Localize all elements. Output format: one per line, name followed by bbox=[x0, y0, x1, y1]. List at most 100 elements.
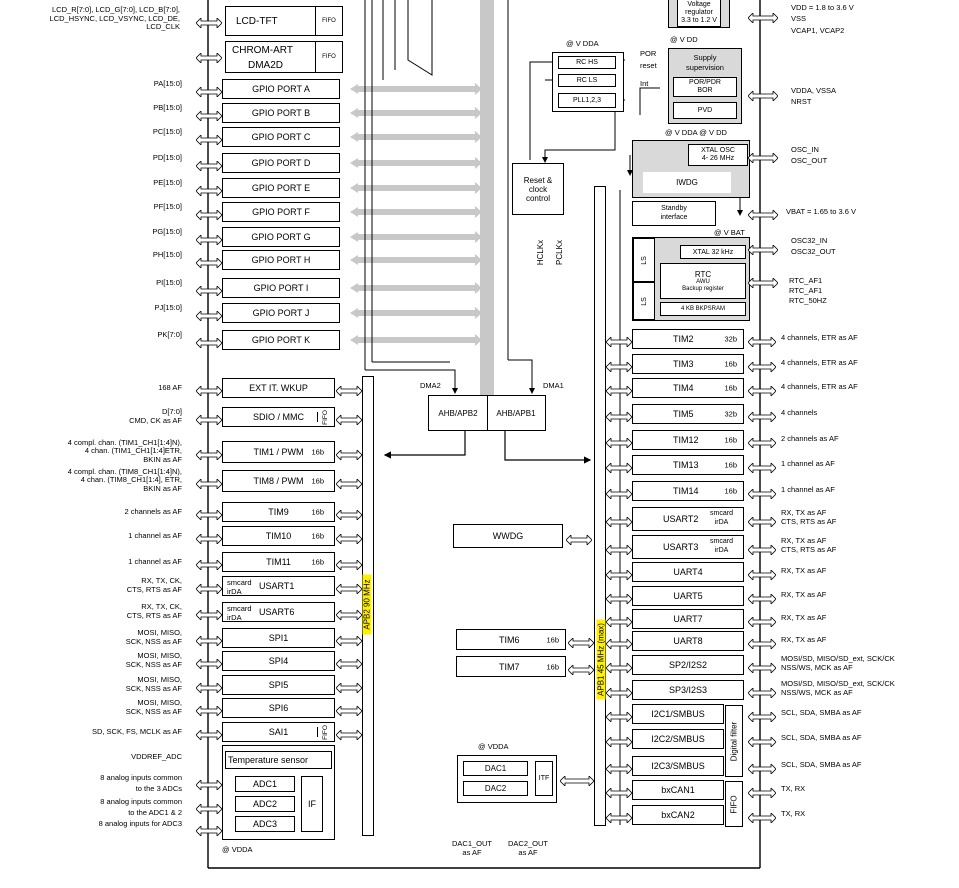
apb2-pin-label: MOSI, MISO,SCK, NSS as AF bbox=[30, 651, 182, 669]
gpio-io-arrow bbox=[195, 108, 223, 122]
gpio-bus-arrow bbox=[350, 107, 482, 119]
rtc-label: RTC bbox=[694, 269, 712, 279]
osc32-line: OSC32_OUT bbox=[791, 246, 836, 256]
lcd-signals: LCD_R[7:0], LCD_G[7:0], LCD_B[7:0], LCD_… bbox=[40, 5, 180, 32]
dac-itf-block: ITF bbox=[535, 761, 553, 796]
apb2-pin-label: RX, TX, CK,CTS, RTS as AF bbox=[30, 602, 182, 620]
gpio-bus-arrow bbox=[350, 231, 482, 243]
apb2-peripheral-block: SPI4 bbox=[222, 651, 335, 671]
tim7-label: TIM7 bbox=[499, 661, 520, 672]
sub-line: smcard bbox=[227, 604, 252, 613]
osc-labels: OSC_IN OSC_OUT bbox=[791, 145, 827, 166]
lcd-signal-line: LCD_R[7:0], LCD_G[7:0], LCD_B[7:0], bbox=[52, 5, 180, 14]
pin-line: CMD, CK as AF bbox=[129, 415, 182, 425]
pin-line: SCL, SDA, SMBA as AF bbox=[781, 733, 862, 742]
pin-line: TX, RX bbox=[781, 809, 806, 818]
pin-line: CTS, RTS as AF bbox=[781, 516, 837, 526]
apb1-bus-arrow bbox=[605, 614, 633, 628]
rcc-line: Reset & bbox=[523, 175, 553, 185]
peripheral-bits: 16b bbox=[311, 531, 324, 541]
ls-block-2: LS bbox=[633, 282, 655, 320]
pin-line: MOSI, MISO, bbox=[137, 651, 182, 660]
vdd-at-label: @ V DD bbox=[670, 35, 698, 44]
ls-label: LS bbox=[640, 296, 648, 306]
xtal32-block: XTAL 32 kHz bbox=[680, 245, 746, 259]
gpio-pin-label: PG[15:0] bbox=[152, 227, 182, 236]
vdda-vssa-labels: VDDA, VSSA NRST bbox=[791, 86, 836, 107]
peripheral-bits: 16b bbox=[311, 476, 324, 486]
pin-line: BKIN as AF bbox=[143, 483, 182, 493]
dma2-label: DMA2 bbox=[420, 381, 441, 390]
apb1-io-arrow bbox=[747, 734, 777, 748]
backup-register-label: Backup register bbox=[682, 285, 724, 292]
apb1-io-arrow bbox=[747, 567, 777, 581]
gpio-io-arrow bbox=[195, 335, 223, 349]
xtal-line: 4- 26 MHz bbox=[701, 155, 735, 162]
dac1-out-line: as AF bbox=[462, 847, 482, 857]
gpio-pin-label: PF[15:0] bbox=[153, 202, 182, 211]
pin-line: 168 AF bbox=[158, 382, 182, 392]
apb1-peripheral-block: UART8 bbox=[632, 631, 744, 651]
gpio-bus-arrow bbox=[350, 282, 482, 294]
sub-line: irDA bbox=[227, 587, 242, 596]
apb1-io-arrow bbox=[747, 435, 777, 449]
osc32-line: OSC32_IN bbox=[791, 236, 828, 245]
fifo-label: FIFO bbox=[321, 409, 329, 425]
vbat-label: VBAT = 1.65 to 3.6 V bbox=[786, 207, 856, 216]
apb2-peripheral-block: SDIO / MMC FIFO bbox=[222, 407, 335, 427]
adc-input-line: 8 analog inputs for ADC3 bbox=[98, 819, 182, 828]
pin-line: NSS/WS, MCK as AF bbox=[781, 687, 853, 697]
apb2-bus-arrow bbox=[335, 680, 363, 694]
apb2-pin-label: 4 compl. chan. (TIM8_CH1[1:4]N),4 chan. … bbox=[30, 466, 182, 494]
apb2-bus-arrow bbox=[335, 607, 363, 621]
pin-line: SCK, NSS as AF bbox=[125, 706, 182, 716]
peripheral-label: UART8 bbox=[673, 636, 703, 646]
adc-io-arrow bbox=[195, 777, 223, 791]
rtc-pin-line: RTC_50HZ bbox=[789, 295, 827, 305]
peripheral-label: I2C1/SMBUS bbox=[651, 709, 705, 719]
apb1-bus-arrow bbox=[605, 334, 633, 348]
apb2-bus-arrow bbox=[335, 412, 363, 426]
apb1-pin-label: 4 channels, ETR as AF bbox=[781, 358, 858, 368]
apb1-bus-arrow bbox=[605, 542, 633, 556]
pvd-block: PVD bbox=[673, 102, 737, 119]
power-io-arrow bbox=[747, 275, 779, 289]
apb2-pin-label: MOSI, MISO,SCK, NSS as AF bbox=[30, 628, 182, 646]
power-io-arrow bbox=[747, 207, 779, 221]
pll-block: PLL1,2,3 bbox=[558, 93, 616, 108]
apb2-pin-label: 2 channels as AF bbox=[30, 507, 182, 517]
peripheral-label: SDIO / MMC bbox=[253, 412, 304, 422]
pin-line: MOSI/SD, MISO/SD_ext, SCK/CK bbox=[781, 654, 895, 663]
peripheral-label: SPI6 bbox=[268, 703, 289, 713]
pin-line: 4 compl. chan. (TIM1_CH1[1:4]N), bbox=[67, 437, 182, 447]
apb2-io-arrow bbox=[195, 680, 223, 694]
apb2-bus-arrow bbox=[335, 507, 363, 521]
por-pdr-line: POR/PDR bbox=[689, 79, 721, 87]
gpio-port-block: GPIO PORT F bbox=[222, 202, 340, 222]
vdd-line: VCAP1, VCAP2 bbox=[791, 25, 845, 35]
peripheral-label: bxCAN1 bbox=[661, 785, 695, 795]
vreg-line: regulator bbox=[685, 9, 713, 17]
apb1-bus-arrow bbox=[605, 636, 633, 650]
apb1-pin-label: SCL, SDA, SMBA as AF bbox=[781, 760, 861, 770]
vreg-line: Voltage bbox=[687, 1, 711, 9]
power-io-arrow bbox=[747, 242, 779, 256]
peripheral-bits: 16b bbox=[724, 435, 737, 445]
pin-line: 4 channels, ETR as AF bbox=[781, 358, 858, 367]
digital-filter-label: Digital filter bbox=[729, 721, 739, 761]
apb1-bus-arrow bbox=[605, 685, 633, 699]
peripheral-bits: 16b bbox=[311, 447, 324, 457]
tim7-block: TIM7 16b bbox=[456, 656, 566, 677]
peripheral-label: TIM12 bbox=[673, 435, 699, 445]
vddref-adc-label: VDDREF_ADC bbox=[131, 752, 182, 761]
pin-line: 4 compl. chan. (TIM8_CH1[1:4]N), bbox=[67, 466, 182, 476]
wwdg-arrow bbox=[565, 532, 593, 546]
dac1-out: DAC1_OUT as AF bbox=[452, 839, 492, 857]
dma1-label: DMA1 bbox=[543, 381, 564, 390]
supply-supervision: Supply supervision POR/PDR BOR PVD bbox=[668, 48, 742, 124]
gpio-port-block: GPIO PORT A bbox=[222, 79, 340, 99]
dac-vdda-label: @ VDDA bbox=[478, 742, 509, 751]
